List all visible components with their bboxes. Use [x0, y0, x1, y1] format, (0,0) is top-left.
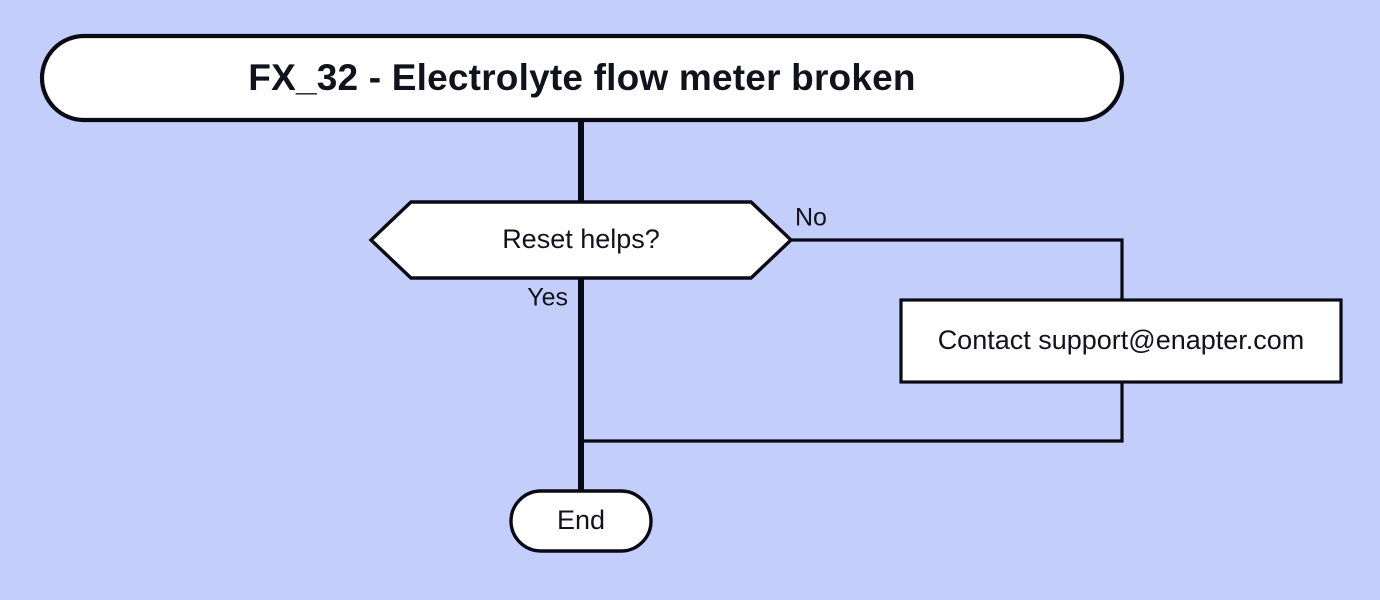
node-decision-shape	[368, 200, 794, 280]
node-end-shape	[509, 489, 653, 553]
node-start-label: FX_32 - Electrolyte flow meter broken	[248, 57, 915, 98]
node-end[interactable]: End	[509, 489, 653, 553]
node-end-label: End	[557, 505, 605, 535]
node-start[interactable]: FX_32 - Electrolyte flow meter broken	[39, 33, 1125, 123]
node-decision[interactable]: Reset helps?	[368, 200, 794, 280]
node-support-label: Contact support@enapter.com	[938, 325, 1305, 355]
node-start-shape	[39, 33, 1125, 123]
node-support-shape	[899, 298, 1343, 384]
node-decision-label: Reset helps?	[502, 224, 660, 254]
edge-label-no: No	[795, 204, 827, 232]
node-support[interactable]: Contact support@enapter.com	[899, 298, 1343, 384]
edge-decision-no-to-support	[791, 238, 1124, 302]
edge-label-yes: Yes	[527, 284, 568, 312]
edge-support-to-end	[583, 381, 1124, 443]
